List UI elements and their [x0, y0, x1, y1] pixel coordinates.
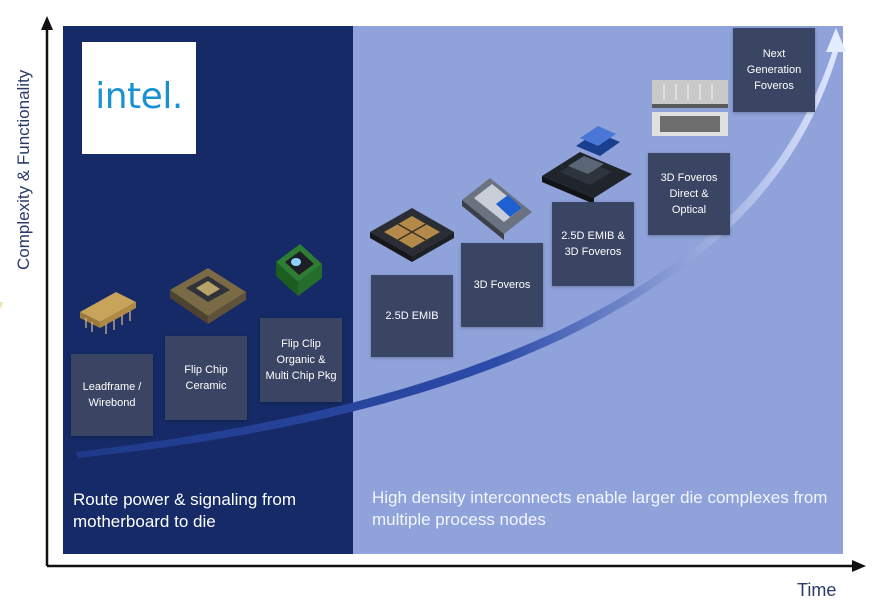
step-flip-clip-organic: Flip Clip Organic & Multi Chip Pkg — [260, 318, 342, 402]
emib-package-icon — [370, 208, 454, 262]
leadframe-chip-icon — [0, 292, 136, 334]
step-2-5d-emib: 2.5D EMIB — [371, 275, 453, 357]
step-3d-foveros: 3D Foveros — [461, 243, 543, 327]
step-3d-foveros-direct-optical: 3D Foveros Direct & Optical — [648, 153, 730, 235]
step-2-5d-emib-3d-foveros: 2.5D EMIB & 3D Foveros — [552, 202, 634, 286]
step-leadframe-wirebond: Leadframe / Wirebond — [71, 354, 153, 436]
growth-curve — [76, 50, 838, 458]
intel-logo: intel. — [82, 42, 196, 154]
emib-foveros-combo-icon — [542, 126, 632, 204]
flip-clip-organic-icon — [276, 244, 322, 296]
x-axis-label: Time — [797, 580, 837, 600]
growth-curve-arrowhead — [826, 28, 846, 52]
x-axis-arrowhead — [852, 560, 866, 572]
flip-chip-ceramic-icon — [170, 268, 246, 324]
y-axis-label: Complexity & Functionality — [14, 69, 33, 270]
caption-right: High density interconnects enable larger… — [372, 488, 828, 529]
step-flip-chip-ceramic: Flip Chip Ceramic — [165, 336, 247, 420]
foveros-package-icon — [462, 178, 532, 240]
foveros-direct-icon — [652, 80, 728, 136]
intel-logo-text: intel. — [95, 76, 183, 117]
y-axis-arrowhead — [41, 16, 53, 30]
step-next-generation-foveros: Next Generation Foveros — [733, 28, 815, 112]
caption-left: Route power & signaling from motherboard… — [73, 490, 297, 531]
